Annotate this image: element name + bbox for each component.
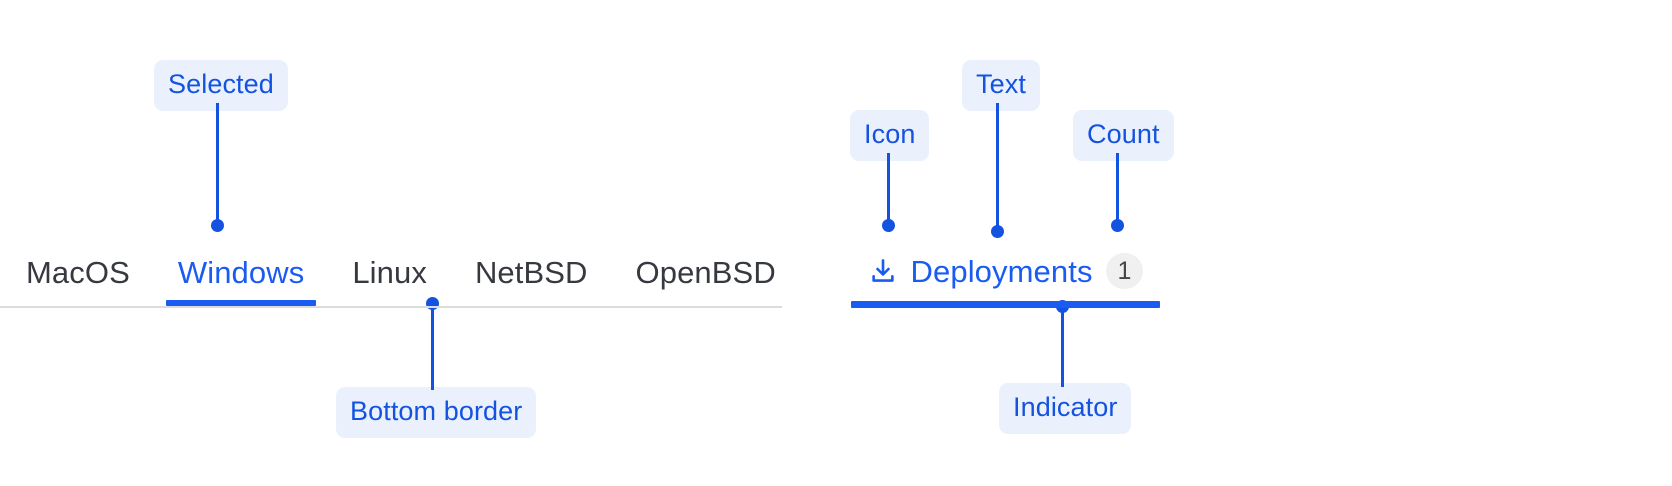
tab-deployments[interactable]: Deployments 1 xyxy=(851,240,1160,308)
tab-strip-bottom-border xyxy=(0,306,782,308)
callout-bottom-border: Bottom border xyxy=(336,387,537,438)
tab-list: MacOS Windows Linux NetBSD OpenBSD xyxy=(0,240,800,306)
tab-label: Linux xyxy=(352,255,427,290)
tab-openbsd[interactable]: OpenBSD xyxy=(612,240,800,306)
connector-line-selected xyxy=(216,103,219,225)
tab-selected-indicator xyxy=(165,300,317,306)
callout-indicator: Indicator xyxy=(999,383,1132,434)
tab-windows[interactable]: Windows xyxy=(154,240,328,306)
tab-macos[interactable]: MacOS xyxy=(0,240,154,306)
tab-deployments-label: Deployments xyxy=(910,253,1093,289)
callout-selected: Selected xyxy=(154,60,288,111)
connector-line-indicator xyxy=(1061,305,1064,387)
connector-line-count xyxy=(1116,153,1119,225)
tab-deployments-count-badge: 1 xyxy=(1105,253,1144,289)
connector-line-text xyxy=(996,103,999,231)
connector-line-icon xyxy=(887,153,890,225)
tab-deployments-indicator xyxy=(851,301,1160,308)
connector-dot-count xyxy=(1111,219,1124,232)
tab-label: MacOS xyxy=(26,255,130,290)
connector-line-bottom-border xyxy=(431,305,434,390)
tab-label: OpenBSD xyxy=(635,255,776,290)
callout-count: Count xyxy=(1073,110,1174,161)
connector-dot-icon xyxy=(882,219,895,232)
connector-dot-text xyxy=(991,225,1004,238)
tab-label: Windows xyxy=(177,255,305,290)
callout-text: Text xyxy=(962,60,1040,111)
tab-strip: MacOS Windows Linux NetBSD OpenBSD xyxy=(0,240,782,308)
connector-dot-selected xyxy=(211,219,224,232)
tab-deployments-content: Deployments 1 xyxy=(851,240,1160,302)
tab-label: NetBSD xyxy=(474,255,588,290)
tab-linux[interactable]: Linux xyxy=(328,240,451,306)
tab-netbsd[interactable]: NetBSD xyxy=(451,240,612,306)
callout-icon: Icon xyxy=(850,110,930,161)
download-icon xyxy=(871,259,894,282)
